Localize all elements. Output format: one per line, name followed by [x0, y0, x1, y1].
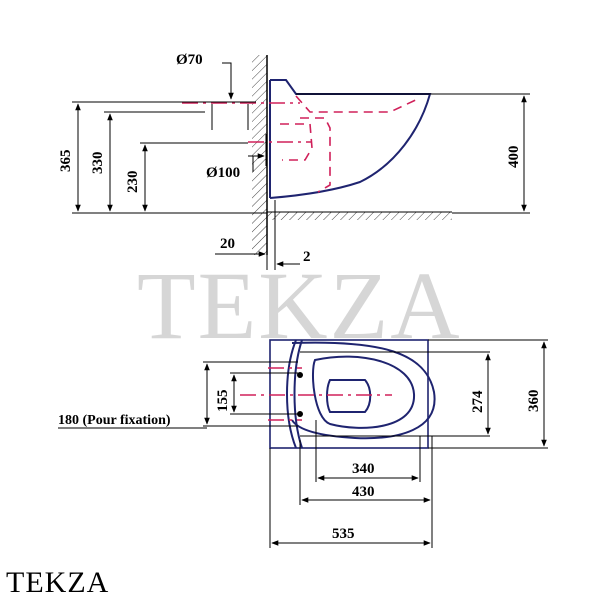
dim-535-label: 535: [332, 526, 355, 542]
dim-155-label: 155: [215, 390, 231, 413]
dim-340-label: 340: [352, 461, 375, 477]
dim-d70-label: Ø70: [176, 52, 203, 68]
dim-430: 430: [301, 484, 431, 503]
dim-230-label: 230: [125, 171, 141, 194]
seat-outer: [291, 341, 436, 440]
dim-d100: Ø100: [206, 134, 267, 181]
dim-430-label: 430: [352, 484, 375, 500]
dim-20-label: 20: [220, 236, 235, 252]
floor-hatch: [267, 212, 452, 220]
dim-20-2: 20 2: [215, 200, 311, 270]
dim-400: 400: [506, 95, 527, 212]
drain-opening: [326, 379, 372, 413]
fixing-hole-bottom: [297, 411, 303, 417]
wall-hatch: [252, 55, 267, 255]
fixing-hole-top: [297, 372, 303, 378]
dim-340: 340: [317, 461, 419, 481]
hidden-channel: [280, 123, 313, 161]
hidden-trap: [295, 95, 421, 113]
dim-d70: Ø70: [176, 52, 249, 130]
hidden-outlet: [300, 117, 331, 193]
back-plate-left: [286, 339, 297, 449]
dim-180-label: 180 (Pour fixation): [58, 413, 171, 428]
mounting-plate: [269, 339, 429, 449]
dim-274: 274: [470, 353, 491, 435]
dim-155: 155: [215, 374, 237, 413]
dim-d100-label: Ø100: [206, 165, 240, 181]
dim-360: 360: [526, 341, 547, 447]
dim-365: 365: [58, 103, 81, 212]
bowl-outline: [269, 79, 432, 199]
dim-230: 230: [125, 144, 148, 212]
side-view: Ø70 Ø100 365 330 230: [58, 52, 530, 270]
dim-180-fixation: 180 (Pour fixation): [58, 363, 210, 429]
back-plate-right: [293, 339, 303, 449]
dim-274-label: 274: [470, 390, 486, 413]
dim-2-label: 2: [303, 249, 311, 265]
dim-535: 535: [271, 526, 431, 546]
dim-360-label: 360: [526, 390, 542, 413]
bowl-inner: [312, 355, 416, 429]
brand-logo: TEKZA: [6, 566, 110, 599]
watermark-text: TEKZA: [137, 252, 462, 359]
dim-400-label: 400: [506, 146, 522, 169]
dim-330: 330: [90, 113, 113, 212]
dim-330-label: 330: [90, 152, 106, 175]
top-view: 155 180 (Pour fixation) 274 360 340 430: [58, 339, 548, 548]
dim-365-label: 365: [58, 150, 74, 173]
